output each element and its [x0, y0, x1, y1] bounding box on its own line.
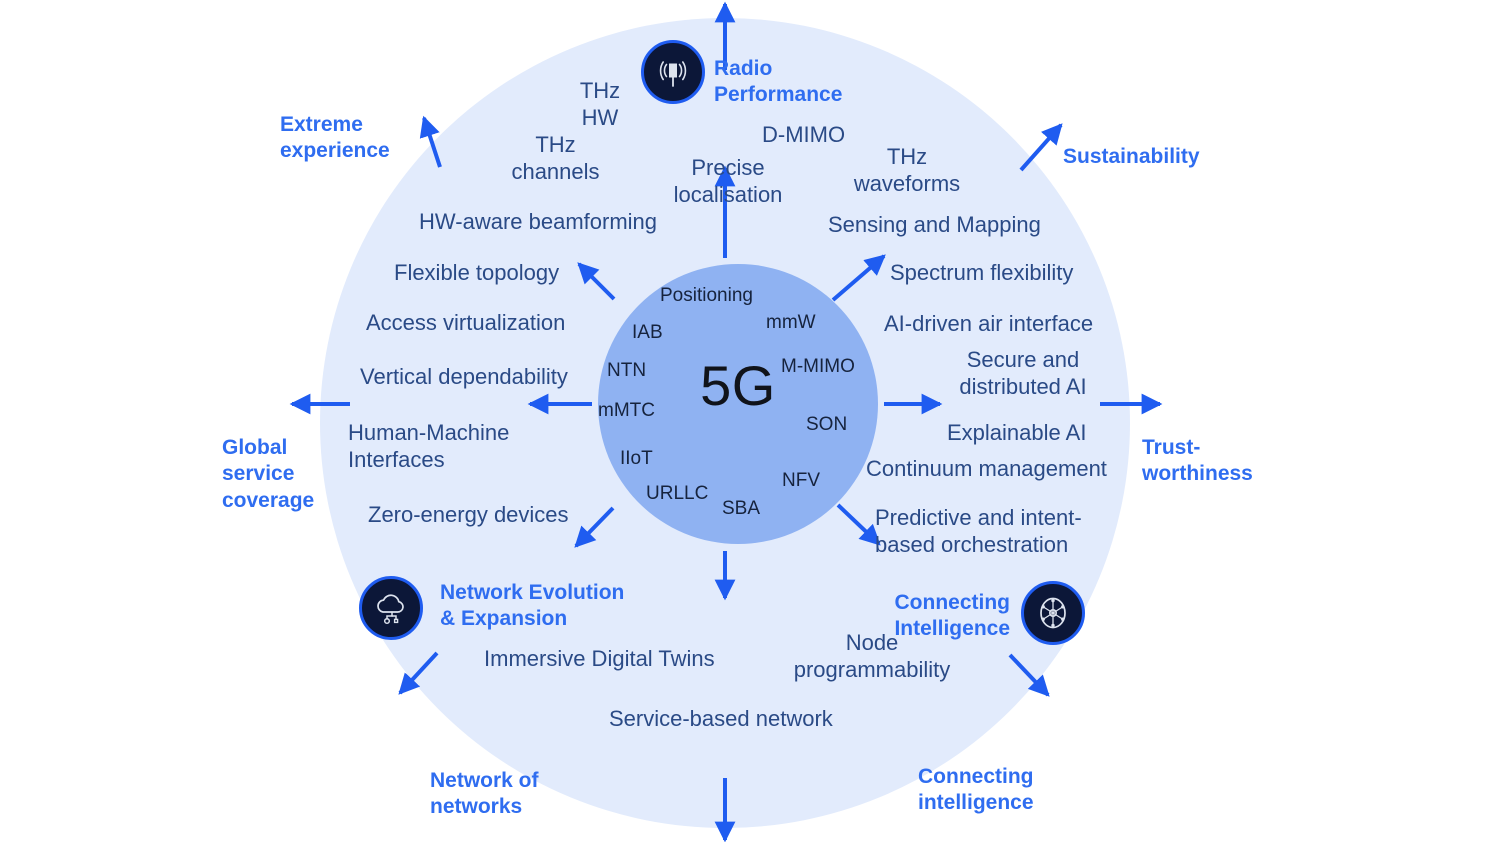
radio-tower-icon	[641, 40, 705, 104]
core-label: 5G	[700, 354, 776, 417]
ring-term-vertical-dependability: Vertical dependability	[360, 364, 568, 389]
core-term-mmtc: mMTC	[598, 400, 655, 421]
core-term-iab: IAB	[632, 322, 663, 343]
ring-term-node-programmability: Node programmability	[793, 630, 951, 682]
inner-core-circle	[598, 264, 878, 544]
ring-term-zero-energy-devices: Zero-energy devices	[368, 502, 569, 527]
core-term-son: SON	[806, 414, 848, 435]
core-term-urllc: URLLC	[646, 483, 709, 504]
category-label-extreme-experience: Extreme experience	[280, 113, 390, 163]
ring-term-thz-channels: THz channels	[511, 132, 600, 184]
core-term-positioning: Positioning	[660, 285, 753, 306]
ring-term-immersive-digital-twins: Immersive Digital Twins	[484, 646, 715, 671]
category-label-connecting-intelligence-bottom: Connecting intelligence	[918, 765, 1034, 815]
category-label-network-evolution-expansion: Network Evolution & Expansion	[440, 581, 625, 631]
ring-term-d-mimo: D-MIMO	[762, 122, 846, 147]
core-term-m-mimo: M-MIMO	[781, 356, 855, 377]
core-term-ntn: NTN	[607, 360, 647, 381]
category-label-trustworthiness: Trust- worthiness	[1142, 436, 1253, 486]
ring-term-secure-distributed-ai: Secure and distributed AI	[959, 347, 1087, 399]
core-term-mmw: mmW	[766, 312, 816, 333]
category-label-radio-performance: Radio Performance	[714, 57, 843, 107]
category-label-global-service-coverage: Global service coverage	[222, 436, 315, 512]
core-term-iiot: IIoT	[620, 448, 653, 469]
category-label-connecting-intelligence-icon: Connecting Intelligence	[894, 591, 1010, 641]
ring-term-hw-aware-beamforming: HW-aware beamforming	[419, 209, 658, 234]
ring-term-explainable-ai: Explainable AI	[947, 420, 1087, 445]
category-label-sustainability: Sustainability	[1063, 145, 1200, 168]
ai-hub-icon	[1021, 581, 1085, 645]
ring-term-ai-driven-air-interface: AI-driven air interface	[884, 311, 1094, 336]
ring-term-access-virtualization: Access virtualization	[366, 310, 566, 335]
ring-term-predictive-intent-orchestration: Predictive and intent- based orchestrati…	[875, 505, 1082, 557]
core-term-sba: SBA	[722, 498, 761, 519]
ring-term-thz-hw: THz HW	[579, 78, 621, 130]
core-term-nfv: NFV	[782, 470, 820, 491]
ring-term-flexible-topology: Flexible topology	[394, 260, 560, 285]
ring-term-precise-localisation: Precise localisation	[673, 155, 783, 207]
ring-term-continuum-management: Continuum management	[866, 456, 1107, 481]
ring-term-sensing-and-mapping: Sensing and Mapping	[828, 212, 1041, 237]
cloud-network-icon	[359, 576, 423, 640]
ring-term-human-machine-interfaces: Human-Machine Interfaces	[348, 420, 510, 472]
category-label-network-of-networks: Network of networks	[430, 769, 539, 819]
ring-term-service-based-network: Service-based network	[609, 706, 833, 731]
ring-term-spectrum-flexibility: Spectrum flexibility	[890, 260, 1074, 285]
ring-term-thz-waveforms: THz waveforms	[853, 144, 961, 196]
